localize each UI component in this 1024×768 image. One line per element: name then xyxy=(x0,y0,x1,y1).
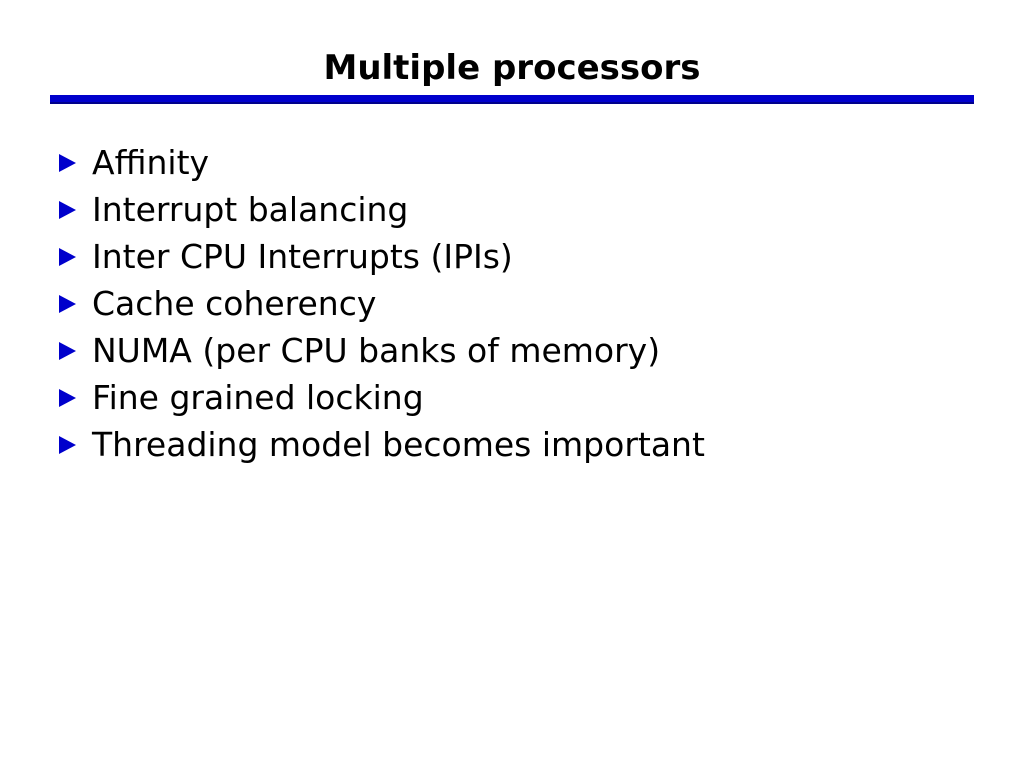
bullet-label: Cache coherency xyxy=(92,284,377,323)
list-item: Threading model becomes important xyxy=(56,422,996,469)
triangle-right-icon xyxy=(56,434,78,456)
list-item: Cache coherency xyxy=(56,281,996,328)
triangle-right-icon xyxy=(56,199,78,221)
bullet-label: Affinity xyxy=(92,143,210,182)
bullet-label: Inter CPU Interrupts (IPIs) xyxy=(92,237,513,276)
triangle-right-icon xyxy=(56,387,78,409)
list-item: Fine grained locking xyxy=(56,375,996,422)
title-divider-rule xyxy=(50,95,974,104)
bullet-label: Fine grained locking xyxy=(92,378,424,417)
list-item: Interrupt balancing xyxy=(56,187,996,234)
list-item: NUMA (per CPU banks of memory) xyxy=(56,328,996,375)
list-item: Affinity xyxy=(56,140,996,187)
slide-title: Multiple processors xyxy=(323,48,701,88)
list-item: Inter CPU Interrupts (IPIs) xyxy=(56,234,996,281)
bullet-label: Interrupt balancing xyxy=(92,190,409,229)
triangle-right-icon xyxy=(56,246,78,268)
bullet-label: NUMA (per CPU banks of memory) xyxy=(92,331,661,370)
triangle-right-icon xyxy=(56,152,78,174)
bullet-label: Threading model becomes important xyxy=(92,425,705,464)
triangle-right-icon xyxy=(56,293,78,315)
bullet-list: Affinity Interrupt balancing Inter CPU I… xyxy=(56,140,996,469)
triangle-right-icon xyxy=(56,340,78,362)
